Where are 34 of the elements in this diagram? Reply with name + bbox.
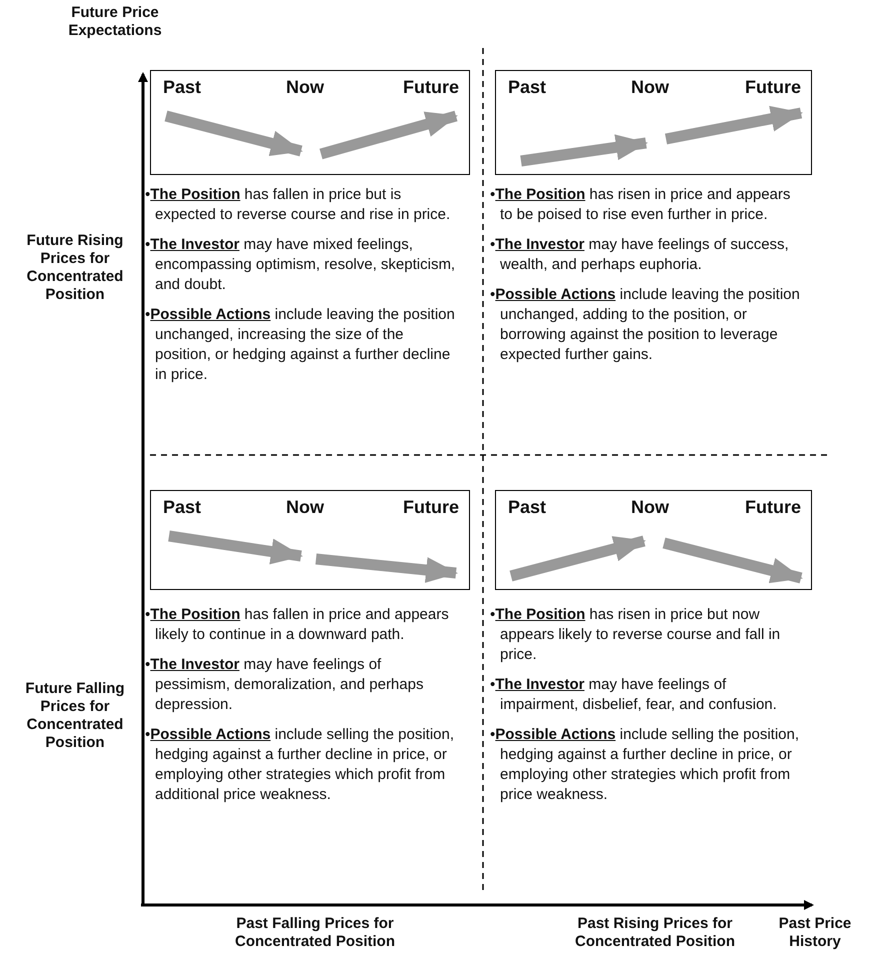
bullet-text: •The Investor may have feelings of pessimism, demoralization, and perhaps depression. [145,655,424,715]
bullet-text: •Possible Actions include selling the position, hedging against a further decline in price, or employing other strategies which profit from price weakness. [490,725,800,805]
bullet-text: •The Investor may have feelings of success, wealth, and perhaps euphoria. [490,235,790,275]
bullet-text: •Possible Actions include leaving the position unchanged, adding to the position, or borrowing against the position to leverage expected further gains. [490,285,801,365]
scenario-box [495,490,812,590]
bullet-text: •Possible Actions include selling the position, hedging against a further decline in price, or employing other strategies which profit from additional price weakness. [145,725,456,805]
axis-label: Future Falling Prices for Concentrated Position [24,680,126,752]
scenario-box [150,70,470,175]
timeline-label: Past [163,497,202,518]
axis-label: Future Price Expectations [67,4,163,40]
bullet-text: •The Investor may have mixed feelings, encompassing optimism, resolve, skepticism, and doubt. [145,235,456,295]
timeline-label: Past [163,77,202,98]
timeline-label: Now [286,497,324,518]
bullet-text: •The Position has fallen in price but is expected to reverse course and rise in price. [145,185,452,225]
timeline-label: Now [631,497,669,518]
bullet-text: •The Investor may have feelings of impairment, disbelief, fear, and confusion. [490,675,778,715]
scenario-box [495,70,812,175]
timeline-label: Future [403,77,459,98]
axis-label: Past Price History [778,915,852,951]
bullet-text: •The Position has risen in price and appears to be poised to rise even further in price. [490,185,792,225]
scenario-box [150,490,470,590]
bullet-text: •The Position has risen in price but now appears likely to reverse course and fall in price. [490,605,782,665]
bullet-text: •The Position has fallen in price and appears likely to continue in a downward path. [145,605,450,645]
axis-label: Future Rising Prices for Concentrated Position [26,232,124,304]
timeline-label: Now [286,77,324,98]
timeline-label: Future [745,77,801,98]
timeline-label: Future [745,497,801,518]
axis-label: Past Falling Prices for Concentrated Position [234,915,396,951]
timeline-label: Now [631,77,669,98]
timeline-label: Past [508,77,546,98]
timeline-label: Past [508,497,546,518]
axis-label: Past Rising Prices for Concentrated Position [574,915,736,951]
timeline-label: Future [403,497,459,518]
bullet-text: •Possible Actions include leaving the position unchanged, increasing the size of the position, or hedging against a further decline in price. [145,305,456,385]
